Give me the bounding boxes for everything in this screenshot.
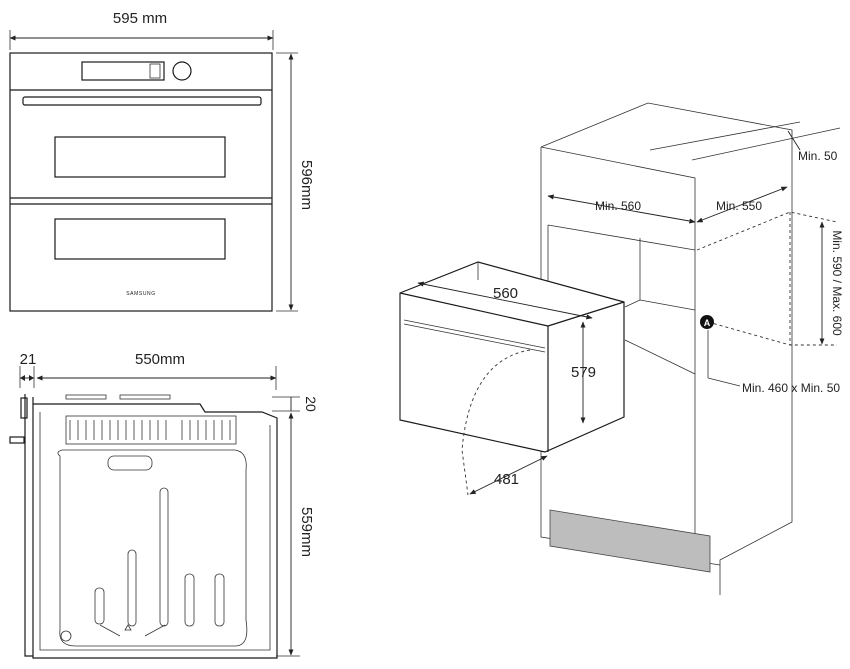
door-swing-label: 481 bbox=[494, 471, 519, 488]
marker-a-label: A bbox=[704, 318, 711, 328]
oven-side-body bbox=[32, 397, 278, 659]
side-height-label: 559mm bbox=[298, 507, 315, 557]
control-knob-icon bbox=[172, 61, 192, 81]
top-offset-label: 20 bbox=[303, 396, 319, 412]
cabinet: Min. 50 Min. 560 Min. 550 Min. 590 / Max… bbox=[540, 102, 844, 595]
oven-front-body bbox=[9, 52, 273, 312]
niche-depth-label: Min. 550 bbox=[716, 199, 762, 213]
vent-slots bbox=[65, 394, 237, 445]
side-depth-label: 550mm bbox=[135, 351, 185, 368]
front-width-label: 595 mm bbox=[113, 10, 167, 27]
oven-height-label: 579 bbox=[571, 364, 596, 381]
niche-width-dimension-line bbox=[547, 194, 696, 224]
upper-door-handle bbox=[22, 96, 262, 106]
vent-opening-label: Min. 460 x Min. 50 bbox=[742, 381, 840, 395]
oven-width-dimension-line bbox=[417, 281, 593, 320]
installation-view: Min. 50 Min. 560 Min. 550 Min. 590 / Max… bbox=[399, 102, 844, 595]
front-view: 595 mm SAMSUNG 596mm bbox=[9, 10, 315, 312]
oven-width-label: 560 bbox=[493, 285, 518, 302]
door-swing-arc bbox=[461, 349, 531, 496]
lower-door-window bbox=[54, 218, 226, 260]
niche-height-label: Min. 590 / Max. 600 bbox=[830, 230, 844, 336]
brand-logo: SAMSUNG bbox=[126, 291, 155, 297]
side-view: 21 550mm 20 559mm bbox=[9, 351, 319, 659]
upper-door-window bbox=[54, 136, 226, 178]
niche-width-label: Min. 560 bbox=[595, 199, 641, 213]
side-knob-stem bbox=[9, 436, 25, 444]
niche-depth-dimension-line bbox=[696, 186, 788, 223]
door-swing-dimension-line bbox=[469, 455, 548, 495]
cabinet-plinth bbox=[549, 509, 711, 573]
top-clearance-label: Min. 50 bbox=[798, 149, 838, 163]
front-height-label: 596mm bbox=[298, 160, 315, 210]
control-display bbox=[81, 61, 165, 81]
oven-perspective: 560 579 481 bbox=[399, 261, 625, 496]
marker-a-icon bbox=[700, 315, 714, 329]
side-panel-embossing bbox=[57, 449, 248, 647]
front-depth-label: 21 bbox=[20, 351, 37, 368]
